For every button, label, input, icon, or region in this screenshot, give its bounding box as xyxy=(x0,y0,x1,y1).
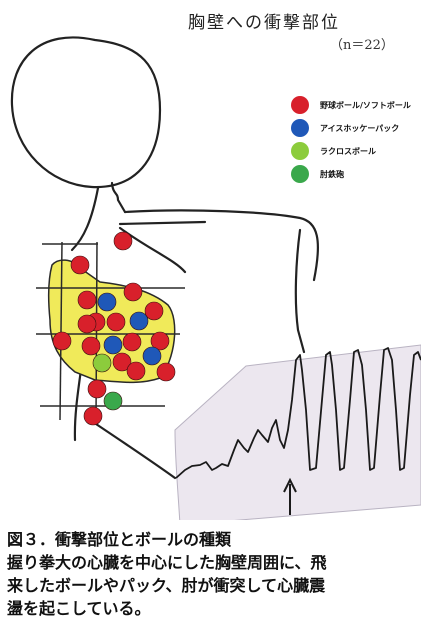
caption-line: 握り拳大の心臓を中心にした胸壁周囲に、飛 xyxy=(7,553,327,572)
marker-baseball xyxy=(150,331,170,351)
sample-count: （n＝22） xyxy=(330,38,394,53)
marker-baseball xyxy=(113,231,133,251)
legend-dot-green xyxy=(291,165,309,183)
marker-baseball xyxy=(77,314,97,334)
marker-baseball xyxy=(122,332,142,352)
ecg-panel xyxy=(174,344,421,526)
marker-lacrosse xyxy=(92,353,112,373)
figure-caption: 図３．衝撃部位とボールの種類 握り拳大の心臓を中心にした胸壁周囲に、飛 来したボ… xyxy=(7,528,417,620)
chest-line xyxy=(118,220,207,226)
figure-svg xyxy=(10,36,421,526)
marker-baseball xyxy=(144,301,164,321)
legend-dot-blue xyxy=(291,119,309,137)
marker-baseball xyxy=(106,312,126,332)
marker-baseball xyxy=(52,331,72,351)
legend-item-lacrosse: ラクロスボール xyxy=(291,140,376,162)
marker-baseball xyxy=(126,361,146,381)
marker-baseball xyxy=(81,336,101,356)
body-outline xyxy=(10,36,320,480)
marker-baseball xyxy=(77,290,97,310)
neck-line xyxy=(110,181,127,214)
legend-label: ラクロスボール xyxy=(320,146,376,156)
legend-item-baseball: 野球ボール/ソフトボール xyxy=(291,94,411,116)
legend-dot-red xyxy=(291,96,309,114)
caption-line: 盪を起こしている。 xyxy=(7,599,151,618)
marker-baseball xyxy=(87,379,107,399)
caption-line: 来したボールやパック、肘が衝突して心臓震 xyxy=(7,576,326,595)
arm-line xyxy=(294,228,306,354)
legend-item-hockey-puck: アイスホッケーパック xyxy=(291,117,399,139)
torso-right-line xyxy=(118,226,187,274)
ecg-arrow-head xyxy=(283,477,297,493)
marker-elbow xyxy=(103,391,123,411)
marker-baseball xyxy=(70,255,90,275)
legend-label: 肘鉄砲 xyxy=(320,169,344,179)
legend-item-elbow: 肘鉄砲 xyxy=(291,163,344,185)
marker-hockey-puck xyxy=(129,311,149,331)
marker-hockey-puck xyxy=(97,292,117,312)
head-outline xyxy=(10,36,162,189)
shoulder-line xyxy=(123,209,320,282)
marker-hockey-puck xyxy=(142,346,162,366)
figure-title: 胸壁への衝撃部位 xyxy=(188,13,340,33)
ecg-background xyxy=(174,344,421,526)
impact-markers xyxy=(52,231,176,426)
caption-heading: 図３．衝撃部位とボールの種類 xyxy=(7,530,232,549)
marker-baseball xyxy=(156,362,176,382)
marker-baseball xyxy=(112,352,132,372)
legend-dot-light-green xyxy=(291,142,309,160)
ecg-trace xyxy=(175,347,421,479)
legend-label: アイスホッケーパック xyxy=(320,123,400,133)
waist-line xyxy=(88,418,177,480)
legend-label: 野球ボール/ソフトボール xyxy=(320,100,411,110)
marker-baseball xyxy=(83,406,103,426)
impact-figure: 胸壁への衝撃部位 （n＝22） 野球ボール/ソフトボール アイスホッケーパック … xyxy=(10,13,421,526)
marker-hockey-puck xyxy=(103,335,123,355)
marker-baseball xyxy=(123,282,143,302)
torso-left-line xyxy=(70,186,100,252)
